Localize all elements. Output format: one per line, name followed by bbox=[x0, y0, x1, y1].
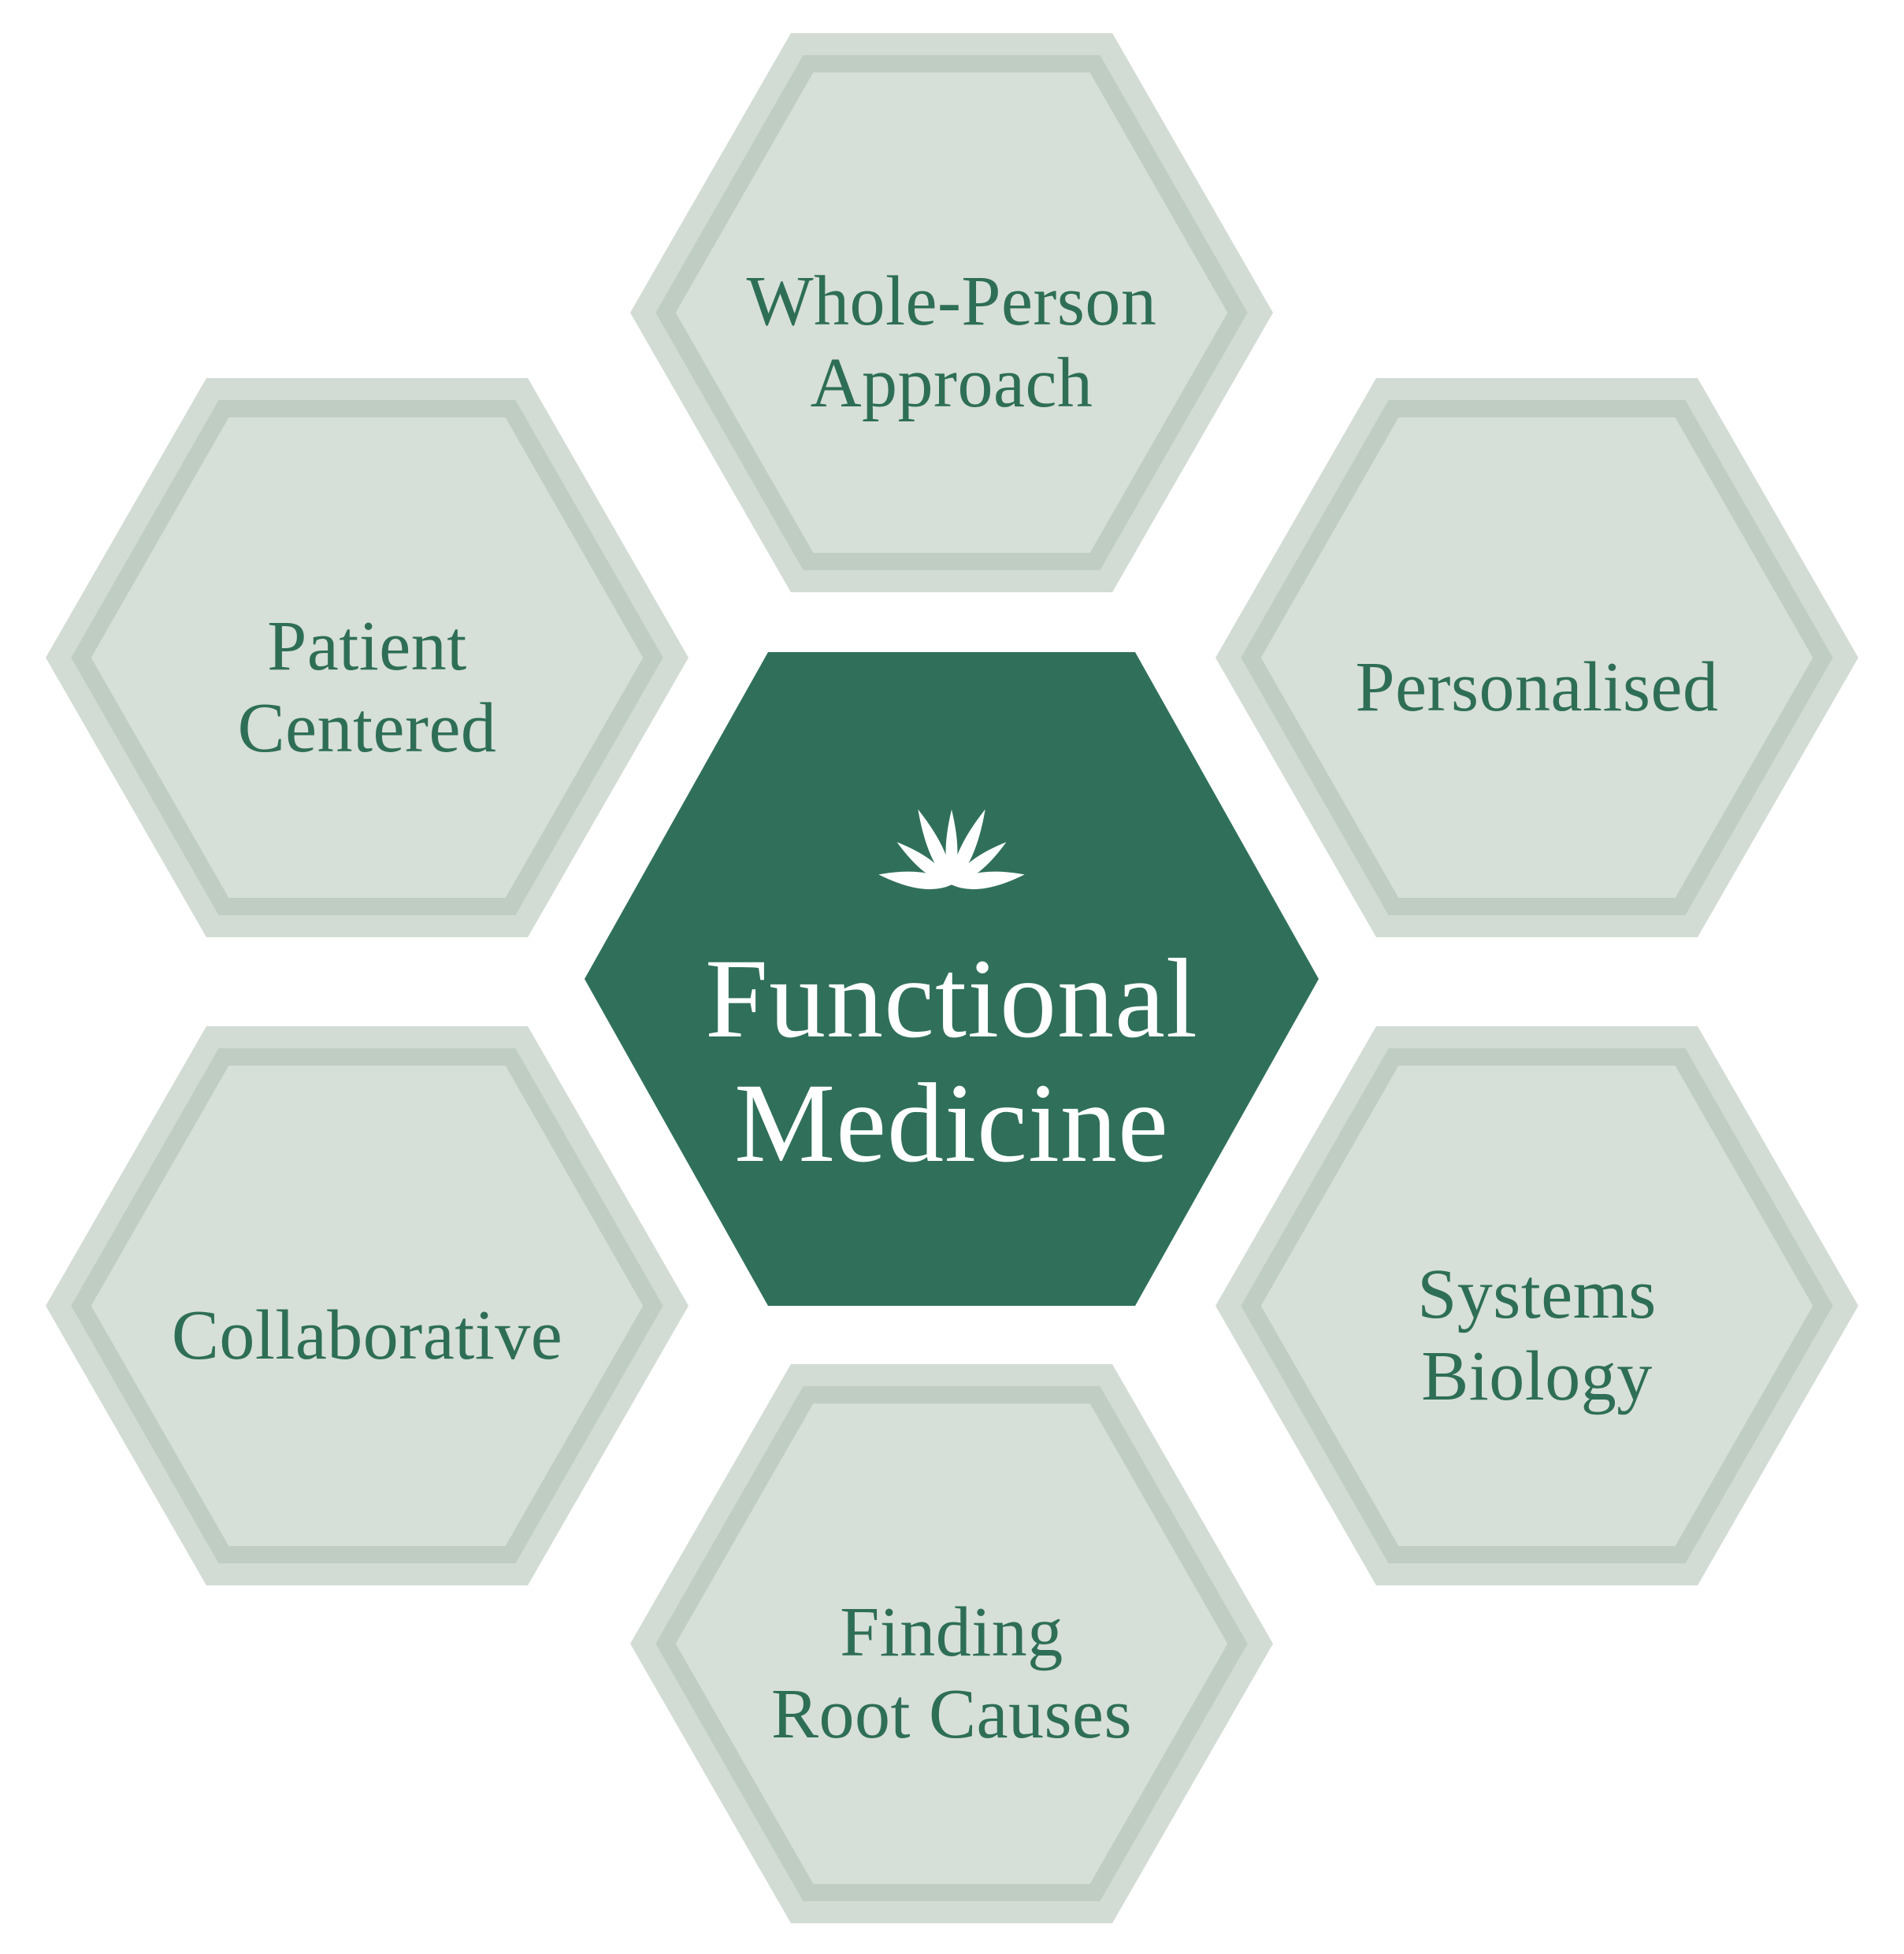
node-label-line: Approach bbox=[810, 344, 1093, 422]
hex-node-patient-centered: Patient Centered bbox=[46, 378, 688, 937]
hexagon-shape bbox=[1216, 1026, 1858, 1585]
hexagon-shape bbox=[46, 378, 688, 937]
center-hexagon-functional-medicine: Functional Medicine bbox=[585, 652, 1319, 1306]
center-title: Functional Medicine bbox=[705, 936, 1198, 1187]
node-label-patient-centered: Patient Centered bbox=[46, 408, 688, 967]
node-label-whole-person-approach: Whole-Person Approach bbox=[630, 63, 1273, 622]
hex-node-personalised: Personalised bbox=[1216, 378, 1858, 937]
lotus-icon bbox=[878, 809, 1025, 889]
hexagon-shape bbox=[630, 33, 1273, 592]
hex-node-collaborative: Collaborative bbox=[46, 1026, 688, 1585]
node-label-line: Personalised bbox=[1355, 647, 1719, 726]
node-label-line: Systems bbox=[1417, 1255, 1657, 1333]
node-label-line: Patient bbox=[267, 606, 467, 685]
node-label-line: Biology bbox=[1421, 1337, 1653, 1415]
hexagon-shape bbox=[46, 1026, 688, 1585]
hexagon-shape bbox=[1216, 378, 1858, 937]
node-label-line: Finding bbox=[840, 1592, 1063, 1671]
hexagon-shape bbox=[630, 1364, 1273, 1923]
hex-node-systems-biology: Systems Biology bbox=[1216, 1026, 1858, 1585]
node-label-personalised: Personalised bbox=[1216, 408, 1858, 967]
center-title-line: Medicine bbox=[734, 1061, 1169, 1186]
center-title-line: Functional bbox=[705, 936, 1198, 1062]
node-label-line: Centered bbox=[237, 689, 497, 767]
node-label-line: Root Causes bbox=[770, 1675, 1132, 1753]
node-label-systems-biology: Systems Biology bbox=[1216, 1056, 1858, 1615]
hex-node-whole-person-approach: Whole-Person Approach bbox=[630, 33, 1273, 592]
hex-node-finding-root-causes: Finding Root Causes bbox=[630, 1364, 1273, 1923]
node-label-finding-root-causes: Finding Root Causes bbox=[630, 1394, 1273, 1953]
node-label-collaborative: Collaborative bbox=[46, 1056, 688, 1615]
node-label-line: Whole-Person bbox=[746, 261, 1157, 340]
node-label-line: Collaborative bbox=[171, 1296, 563, 1374]
